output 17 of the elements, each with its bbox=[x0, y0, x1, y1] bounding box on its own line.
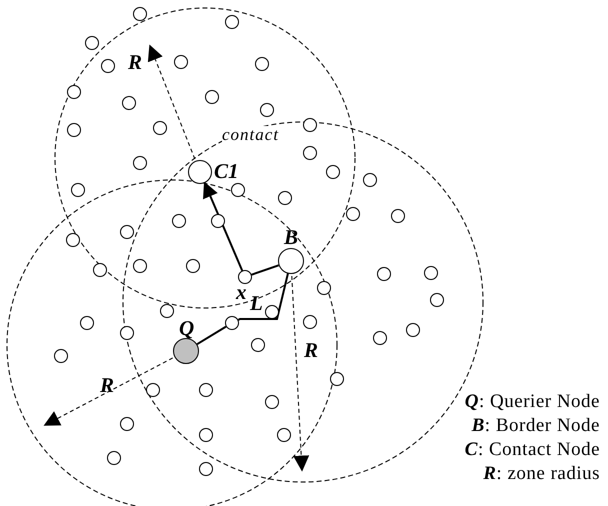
radius-label: R bbox=[304, 340, 318, 361]
node-label: Q bbox=[179, 318, 194, 339]
node-label: C1 bbox=[214, 161, 239, 182]
route-line bbox=[238, 273, 289, 321]
legend-entry: Q: Querier Node bbox=[464, 392, 600, 411]
route-line bbox=[251, 264, 280, 276]
route-arrow bbox=[203, 182, 244, 271]
legend-entry: C: Contact Node bbox=[464, 440, 600, 459]
legend-entry: R: zone radius bbox=[483, 464, 600, 483]
corner-label: L bbox=[250, 293, 263, 314]
radius-label: R bbox=[100, 375, 114, 396]
radius-label: R bbox=[128, 52, 142, 73]
corner-label: x bbox=[236, 282, 246, 303]
caption-label: contact bbox=[222, 126, 280, 143]
node-label: B bbox=[284, 227, 298, 248]
route-line bbox=[196, 326, 227, 346]
legend-entry: B: Border Node bbox=[472, 416, 600, 435]
